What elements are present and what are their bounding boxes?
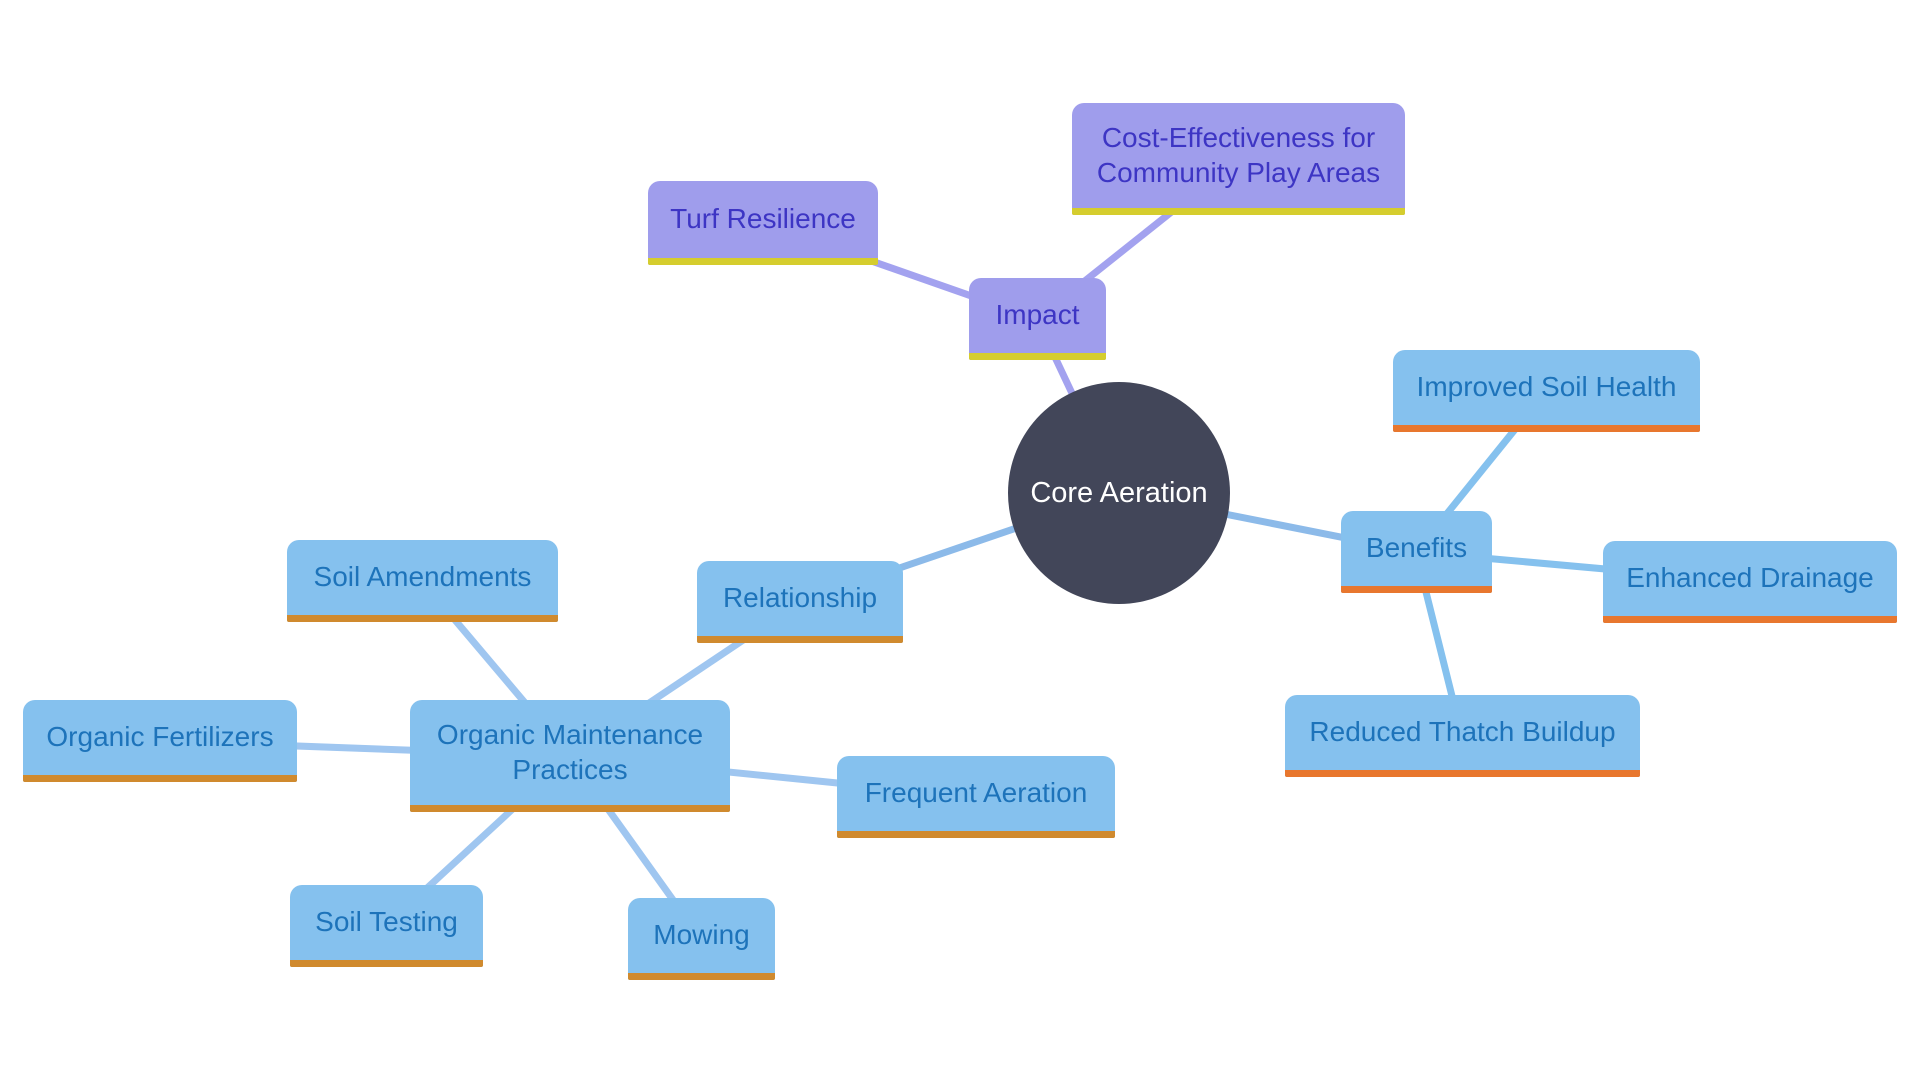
node-soil-amendments-label: Soil Amendments [313, 561, 532, 593]
node-core-aeration[interactable]: Core Aeration [1008, 382, 1230, 604]
node-organic-maintenance-practices-underline [410, 805, 730, 812]
node-organic-fertilizers-underline [23, 775, 297, 782]
node-benefits-underline [1341, 586, 1492, 593]
node-soil-testing[interactable]: Soil Testing [290, 885, 483, 967]
node-frequent-aeration[interactable]: Frequent Aeration [837, 756, 1115, 838]
node-enhanced-drainage-underline [1603, 616, 1897, 623]
node-mowing-underline [628, 973, 775, 980]
node-turf-resilience[interactable]: Turf Resilience [648, 181, 878, 265]
node-relationship[interactable]: Relationship [697, 561, 903, 643]
node-impact-underline [969, 353, 1106, 360]
node-benefits[interactable]: Benefits [1341, 511, 1492, 593]
node-frequent-aeration-underline [837, 831, 1115, 838]
node-turf-resilience-underline [648, 258, 878, 265]
node-organic-maintenance-practices[interactable]: Organic Maintenance Practices [410, 700, 730, 812]
node-relationship-underline [697, 636, 903, 643]
node-improved-soil-health-label: Improved Soil Health [1416, 371, 1677, 403]
node-core-aeration-label: Core Aeration [1030, 476, 1208, 509]
node-organic-maintenance-practices-label: Organic Maintenance Practices [436, 719, 704, 785]
node-reduced-thatch-buildup-label: Reduced Thatch Buildup [1309, 716, 1616, 748]
node-enhanced-drainage-label: Enhanced Drainage [1626, 562, 1874, 594]
node-soil-amendments[interactable]: Soil Amendments [287, 540, 558, 622]
node-relationship-label: Relationship [722, 582, 878, 614]
node-impact-label: Impact [995, 299, 1080, 331]
node-improved-soil-health[interactable]: Improved Soil Health [1393, 350, 1700, 432]
node-reduced-thatch-buildup[interactable]: Reduced Thatch Buildup [1285, 695, 1640, 777]
node-cost-effectiveness-underline [1072, 208, 1405, 215]
node-turf-resilience-label: Turf Resilience [670, 203, 856, 235]
node-mowing[interactable]: Mowing [628, 898, 775, 980]
node-organic-fertilizers-label: Organic Fertilizers [46, 721, 274, 753]
node-mowing-label: Mowing [653, 919, 750, 951]
node-frequent-aeration-label: Frequent Aeration [864, 777, 1088, 809]
node-impact[interactable]: Impact [969, 278, 1106, 360]
node-enhanced-drainage[interactable]: Enhanced Drainage [1603, 541, 1897, 623]
node-soil-testing-underline [290, 960, 483, 967]
node-benefits-label: Benefits [1365, 532, 1468, 564]
node-cost-effectiveness[interactable]: Cost-Effectiveness for Community Play Ar… [1072, 103, 1405, 215]
node-improved-soil-health-underline [1393, 425, 1700, 432]
node-organic-fertilizers[interactable]: Organic Fertilizers [23, 700, 297, 782]
node-soil-amendments-underline [287, 615, 558, 622]
node-reduced-thatch-buildup-underline [1285, 770, 1640, 777]
node-soil-testing-label: Soil Testing [315, 906, 458, 938]
node-cost-effectiveness-label: Cost-Effectiveness for Community Play Ar… [1096, 122, 1381, 188]
